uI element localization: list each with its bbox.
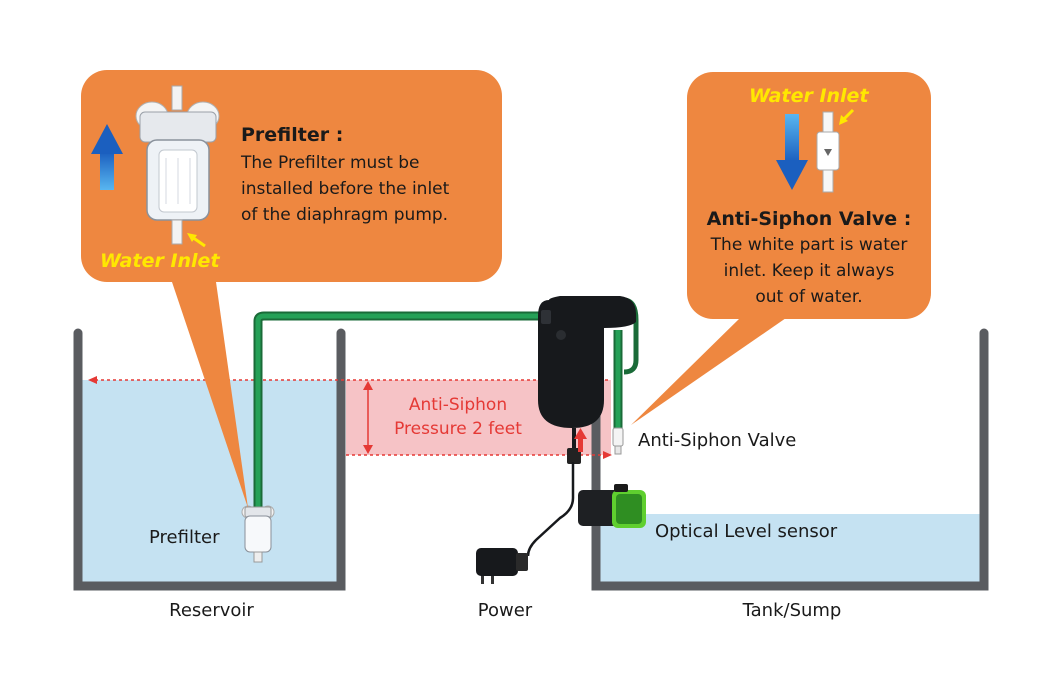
anti-siphon-pressure-label: Anti-Siphon Pressure 2 feet <box>378 393 538 441</box>
pressure-label-line: Pressure 2 feet <box>394 419 522 439</box>
valve-large <box>816 111 840 193</box>
power-label: Power <box>477 600 533 621</box>
antisiphon-callout-title: Anti-Siphon Valve : <box>706 208 912 230</box>
prefilter-callout-pointer <box>172 282 248 508</box>
prefilter-callout-line: of the diaphragm pump. <box>241 205 449 225</box>
prefilter-water-inlet-label: Water Inlet <box>100 250 220 272</box>
power-adapter <box>476 548 528 584</box>
prefilter-callout-line: The Prefilter must be <box>241 153 420 173</box>
antisiphon-callout-line: out of water. <box>755 287 863 307</box>
antisiphon-callout-line: The white part is water <box>710 235 908 255</box>
reservoir-container <box>73 328 346 591</box>
anti-siphon-valve-label: Anti-Siphon Valve <box>638 430 797 451</box>
prefilter-callout-line: installed before the inlet <box>241 179 450 199</box>
tank-water <box>600 514 980 582</box>
antisiphon-callout-box <box>687 72 931 319</box>
pressure-label-line: Anti-Siphon <box>408 395 508 415</box>
valve-inlet-pointer <box>839 108 855 125</box>
level-arrowhead <box>88 376 97 384</box>
anti-siphon-valve <box>612 427 624 455</box>
prefilter-large <box>135 85 220 245</box>
prefilter-small <box>241 505 275 563</box>
pump-red-arrow <box>574 428 587 452</box>
prefilter-callout-text: The Prefilter must be installed before t… <box>241 150 449 228</box>
pressure-arrow <box>363 381 373 454</box>
inlet-tube-highlight <box>255 313 548 508</box>
optical-level-sensor <box>578 484 646 528</box>
prefilter-inlet-pointer <box>187 233 206 248</box>
prefilter-callout-title: Prefilter : <box>241 124 344 146</box>
antisiphon-callout-text: The white part is water inlet. Keep it a… <box>687 232 931 310</box>
reservoir-label: Reservoir <box>169 600 254 621</box>
reservoir-water <box>82 380 341 582</box>
prefilter-label: Prefilter <box>149 527 220 548</box>
optical-sensor-label: Optical Level sensor <box>655 521 838 542</box>
tank-label: Tank/Sump <box>742 600 842 621</box>
flow-arrow-up <box>91 124 123 190</box>
diaphragm-pump <box>538 296 636 464</box>
valve-level-arrowhead <box>603 451 612 459</box>
tank-container <box>591 328 989 591</box>
antisiphon-callout-line: inlet. Keep it always <box>723 261 895 281</box>
valve-water-inlet-label: Water Inlet <box>749 85 869 107</box>
antisiphon-callout-pointer <box>631 318 786 425</box>
flow-arrow-down <box>776 114 808 190</box>
power-cord <box>526 462 575 557</box>
